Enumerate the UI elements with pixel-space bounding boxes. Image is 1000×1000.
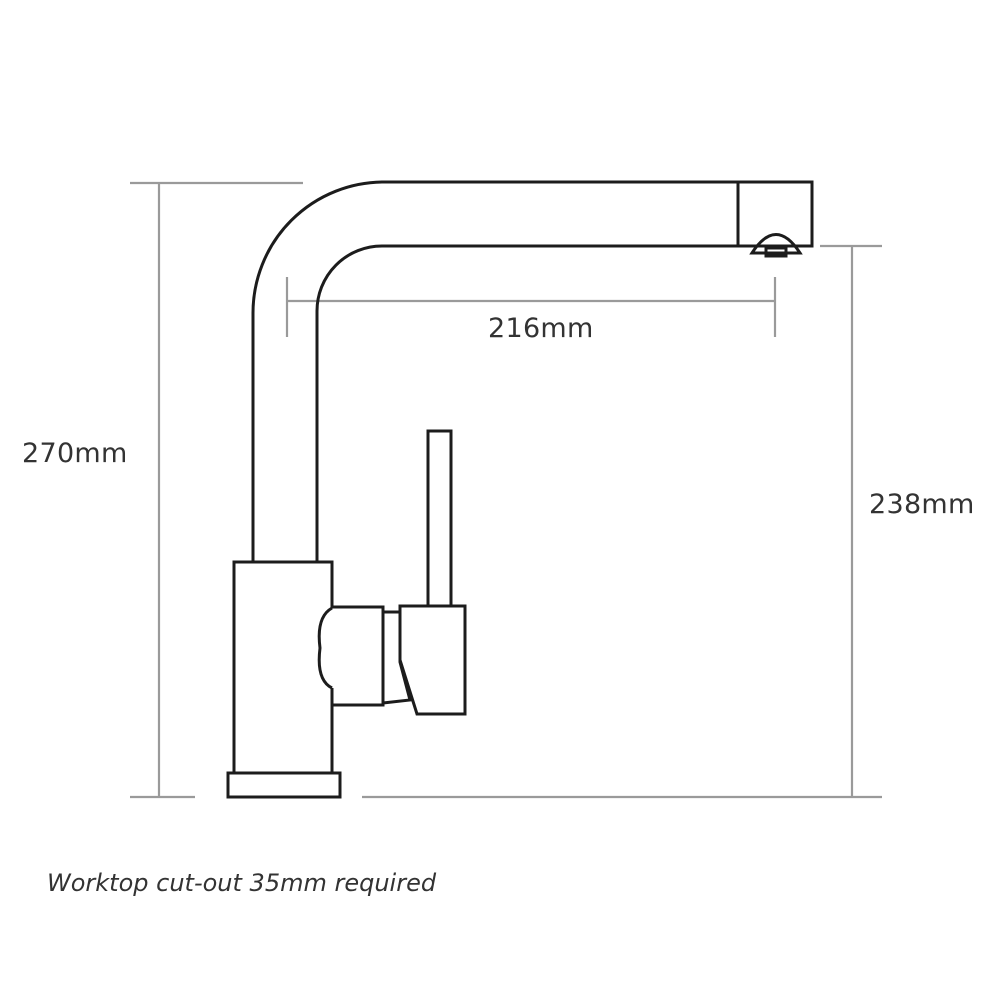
cartridge-collar	[382, 610, 412, 705]
aerator-nozzle	[764, 246, 788, 258]
spout-end-cap	[736, 180, 814, 248]
cartridge-housing	[332, 605, 385, 707]
dimension-lines	[130, 181, 882, 799]
worktop-cutout-note: Worktop cut-out 35mm required	[47, 869, 437, 897]
lever-block	[398, 604, 467, 716]
spout-outer-edge	[251, 180, 738, 562]
lever-handle	[426, 429, 453, 608]
body-side-cut	[317, 606, 333, 690]
tap-body	[232, 560, 334, 775]
spout-height-label: 238mm	[869, 489, 975, 520]
spout-inner-edge	[315, 244, 738, 562]
total-height-label: 270mm	[22, 438, 128, 469]
aerator	[749, 233, 803, 255]
base-plate	[226, 771, 342, 799]
tap-outline	[226, 180, 814, 799]
spout-reach-label: 216mm	[488, 313, 594, 344]
